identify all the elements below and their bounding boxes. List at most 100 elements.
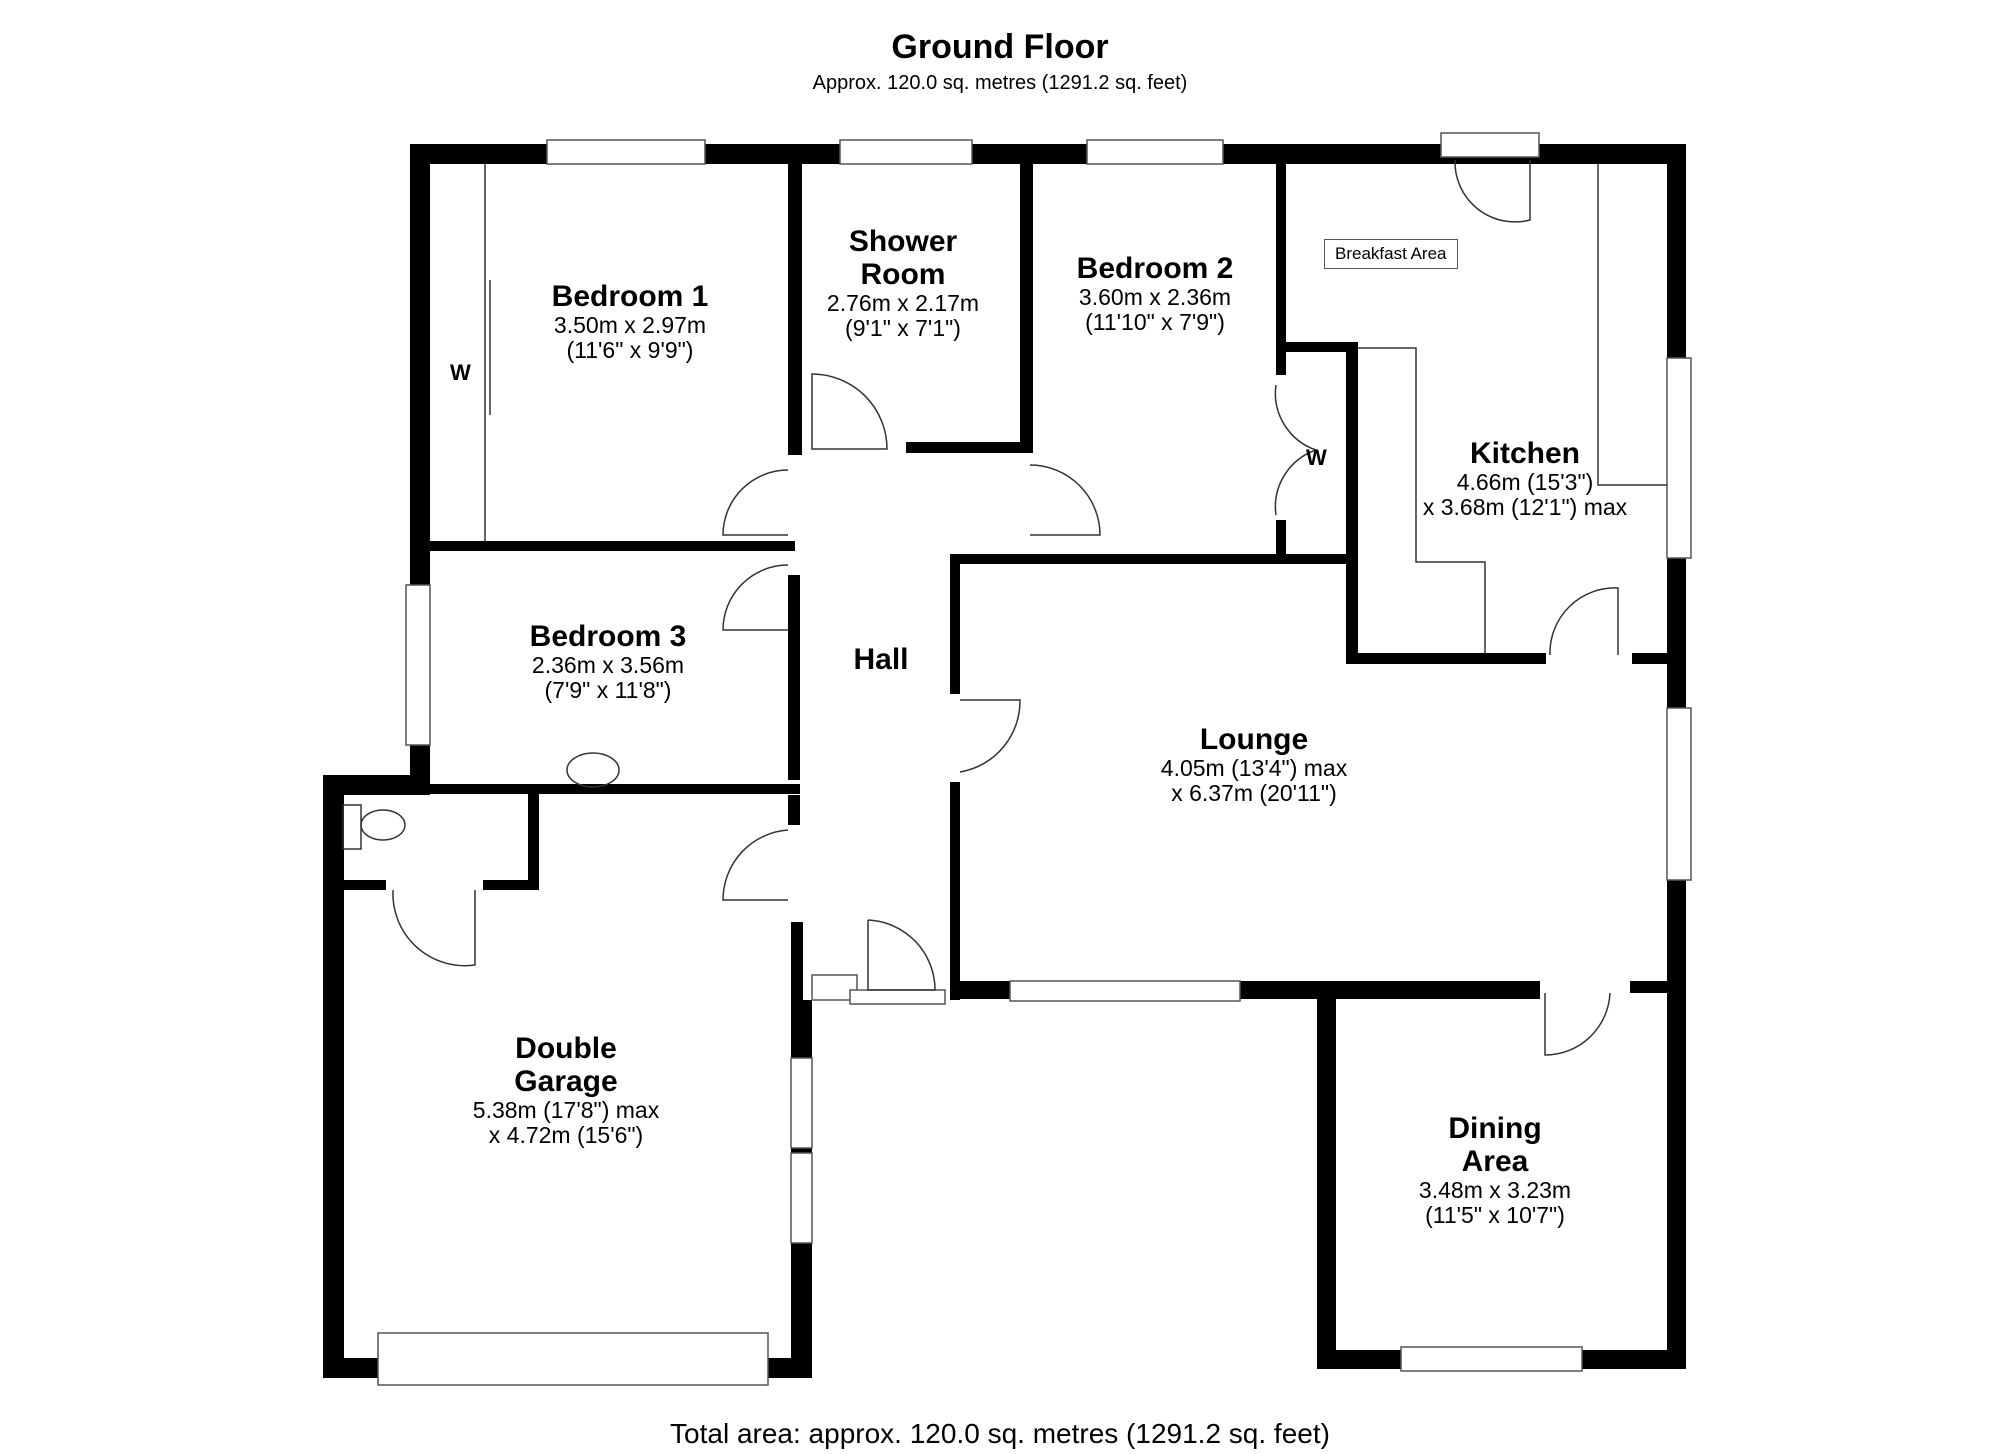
room-dim-metric: 2.36m x 3.56m xyxy=(531,652,685,678)
wall-shower-bed2 xyxy=(1020,160,1033,452)
room-dim-imperial: (11'5" x 10'7") xyxy=(1425,1202,1565,1229)
room-dim-metric: 3.50m x 2.97m xyxy=(553,312,707,338)
room-lounge: Lounge 4.05m (13'4") max x 6.37m (20'11"… xyxy=(1161,723,1347,807)
kitchen-worktop-right xyxy=(1597,164,1667,486)
wall-bed2-wardrobe-lower xyxy=(1276,520,1286,560)
floor-title: Ground Floor xyxy=(891,28,1109,66)
window-garage-1 xyxy=(790,1057,813,1149)
room-name-line2: Room xyxy=(860,258,946,291)
kitchen-worktop-left xyxy=(1358,347,1486,653)
wall-kitchen-bottom-right xyxy=(1632,653,1670,664)
basin-icon xyxy=(566,752,620,788)
room-dining-area: Dining Area 3.48m x 3.23m (11'5" x 10'7"… xyxy=(1419,1112,1571,1229)
door-front xyxy=(867,919,936,991)
room-dim-imperial: (11'6" x 9'9") xyxy=(566,337,694,364)
wall-shower-bottom xyxy=(906,442,1033,453)
wall-wc-bottom-left xyxy=(344,880,386,890)
window-bedroom2 xyxy=(1086,139,1224,165)
room-shower-room: Shower Room 2.76m x 2.17m (9'1" x 7'1") xyxy=(827,225,979,342)
wall-dining-bottom-right xyxy=(1582,1350,1686,1369)
room-dim-imperial: (7'9" x 11'8") xyxy=(544,677,672,704)
room-name: Bedroom 1 xyxy=(551,280,709,313)
floor-area-subtitle: Approx. 120.0 sq. metres (1291.2 sq. fee… xyxy=(812,72,1188,94)
wall-lounge-left-upper xyxy=(950,554,960,694)
room-name-line1: Dining xyxy=(1448,1112,1542,1145)
door-wc xyxy=(392,889,476,967)
door-dining xyxy=(1544,992,1611,1056)
wall-wc-right xyxy=(528,794,539,889)
room-name-line2: Garage xyxy=(514,1065,618,1098)
wall-lounge-bottom-right xyxy=(1630,981,1670,993)
wall-bed3-bottom xyxy=(430,784,800,794)
front-door-step xyxy=(849,989,946,1005)
room-dim-imperial: (11'10" x 7'9") xyxy=(1085,309,1225,336)
room-hall: Hall xyxy=(853,643,908,676)
wall-wc-bottom-right xyxy=(483,880,539,890)
wardrobe-label-bedroom1: W xyxy=(450,360,471,385)
wall-garage-bottom-left xyxy=(323,1358,378,1378)
wall-lounge-top xyxy=(950,554,1346,564)
window-bedroom3 xyxy=(405,584,431,746)
room-bedroom-2: Bedroom 2 3.60m x 2.36m (11'10" x 7'9") xyxy=(1077,252,1234,336)
door-wardrobe-bedroom2 xyxy=(1274,384,1317,516)
door-lounge xyxy=(959,699,1021,773)
room-dim-imperial: x 6.37m (20'11") xyxy=(1171,780,1337,807)
door-garage-hall xyxy=(722,829,789,901)
room-dim-imperial: (9'1" x 7'1") xyxy=(845,315,961,342)
window-bedroom1 xyxy=(546,139,706,165)
wall-bed1-shower xyxy=(788,160,802,455)
room-dim-metric: 3.60m x 2.36m xyxy=(1078,284,1232,310)
door-bedroom3 xyxy=(722,564,789,631)
window-kitchen-door xyxy=(1440,132,1540,158)
toilet-bowl-icon xyxy=(360,809,406,841)
toilet-cistern xyxy=(342,804,362,850)
window-kitchen-side xyxy=(1666,357,1692,559)
window-lounge-side xyxy=(1666,707,1692,881)
wall-lounge-bottom-left xyxy=(950,981,1010,999)
wall-kitchen-bottom xyxy=(1346,653,1546,664)
wall-lounge-left-lower xyxy=(950,782,960,1000)
wall-dining-left xyxy=(1317,990,1336,1369)
door-shower xyxy=(811,373,888,450)
room-dim-metric: 5.38m (17'8") max xyxy=(472,1097,660,1123)
room-dim-metric: 3.48m x 3.23m xyxy=(1418,1177,1572,1203)
wall-hall-left-2 xyxy=(788,795,800,825)
wall-wardrobe-top xyxy=(1286,342,1356,352)
room-name-line1: Shower xyxy=(848,225,958,258)
breakfast-area-label: Breakfast Area xyxy=(1324,239,1458,269)
window-garage-2 xyxy=(790,1152,813,1244)
wall-lounge-bottom-mid xyxy=(1240,981,1540,999)
total-area: Total area: approx. 120.0 sq. metres (12… xyxy=(670,1418,1330,1449)
room-name: Bedroom 2 xyxy=(1076,252,1234,285)
garage-door xyxy=(377,1332,769,1386)
door-kitchen-lounge xyxy=(1549,587,1619,656)
room-dim-metric: 4.05m (13'4") max xyxy=(1160,755,1348,781)
room-dim-imperial: x 3.68m (12'1") max xyxy=(1422,494,1628,521)
window-lounge-front xyxy=(1009,980,1241,1002)
wall-hall-left-3 xyxy=(791,922,803,1014)
window-shower xyxy=(839,139,973,165)
room-name: Bedroom 3 xyxy=(529,620,687,653)
door-bedroom2 xyxy=(1029,464,1101,536)
wall-garage-left xyxy=(323,775,344,1378)
door-bedroom1 xyxy=(722,469,789,536)
wall-wardrobe-right xyxy=(1346,342,1358,662)
room-dim-metric: 2.76m x 2.17m xyxy=(826,290,980,316)
wall-bed1-bottom xyxy=(430,541,795,551)
room-dim-metric: 4.66m (15'3") xyxy=(1456,469,1594,495)
room-name: Lounge xyxy=(1199,723,1309,756)
room-kitchen: Kitchen 4.66m (15'3") x 3.68m (12'1") ma… xyxy=(1423,437,1627,521)
wall-top xyxy=(410,144,1686,164)
wall-dining-bottom-left xyxy=(1317,1350,1401,1369)
room-bedroom-1: Bedroom 1 3.50m x 2.97m (11'6" x 9'9") xyxy=(552,280,709,364)
wall-hall-left-1 xyxy=(788,575,800,780)
wall-garage-top-left xyxy=(323,775,430,795)
window-dining xyxy=(1400,1346,1583,1372)
room-dim-imperial: x 4.72m (15'6") xyxy=(488,1122,644,1149)
room-bedroom-3: Bedroom 3 2.36m x 3.56m (7'9" x 11'8") xyxy=(530,620,687,704)
room-name: Kitchen xyxy=(1469,437,1581,470)
room-name-line2: Area xyxy=(1461,1145,1529,1178)
wall-bed2-kitchen xyxy=(1276,160,1286,375)
door-kitchen-back xyxy=(1454,159,1531,223)
